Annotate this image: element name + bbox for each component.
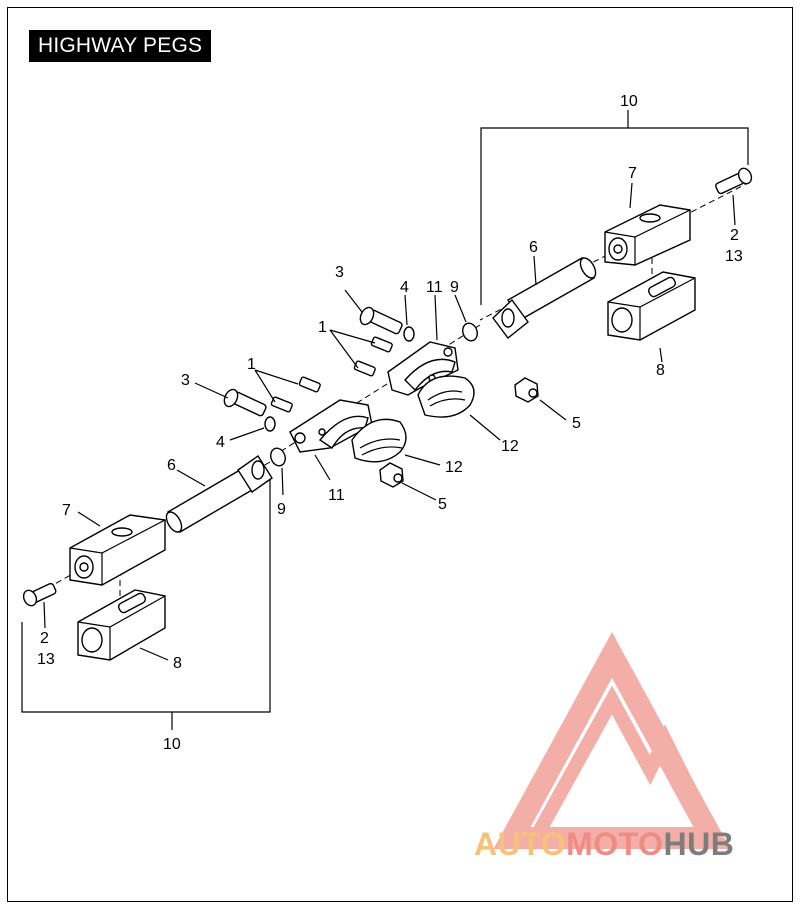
callout-9-left: 9	[277, 501, 286, 518]
rubber-pad-left	[77, 589, 166, 661]
washer-4-left	[264, 416, 276, 432]
callout-11-right: 11	[426, 279, 443, 296]
diagram-title: HIGHWAY PEGS	[29, 30, 212, 62]
peg-shaft-left	[165, 455, 273, 533]
washer-left	[270, 447, 286, 467]
callout-4-left: 4	[216, 434, 225, 451]
washer-right	[462, 322, 478, 342]
watermark-logo	[493, 632, 731, 849]
watermark-brand: AUTOMOTOHUB	[474, 826, 734, 863]
callout-10-left: 10	[163, 736, 181, 753]
clamp-lower-left	[351, 418, 407, 463]
bolt-right	[359, 306, 403, 335]
callout-8-right: 8	[656, 362, 665, 379]
callout-11-left: 11	[328, 487, 345, 504]
brand-moto: MOTO	[566, 826, 664, 862]
callout-1-left: 1	[247, 356, 256, 373]
callout-7-right: 7	[628, 165, 637, 182]
callout-4-right: 4	[400, 279, 409, 296]
callout-6-left: 6	[167, 457, 176, 474]
bracket-10-left	[21, 476, 271, 730]
peg-housing-right	[604, 204, 691, 266]
callout-2-left: 2	[40, 630, 49, 647]
clamp-lower-right	[417, 375, 475, 418]
callout-numbers: 10 7 2 13 6 8 3 4 11 9 1 5 12 1 3 4 6 9 …	[37, 93, 743, 753]
washer-4-right	[403, 326, 415, 342]
bolt-left	[223, 388, 267, 417]
callout-5-right: 5	[572, 415, 581, 432]
callout-8-left: 8	[173, 655, 182, 672]
nut-right	[514, 377, 539, 403]
rubber-pad-right	[607, 271, 696, 341]
callout-10-right: 10	[620, 93, 638, 110]
callout-3-right: 3	[335, 264, 344, 281]
callout-2-right: 2	[730, 227, 739, 244]
leader-lines	[43, 182, 736, 661]
brand-auto: AUTO	[474, 826, 567, 862]
brand-hub: HUB	[663, 826, 735, 862]
screw-right	[715, 167, 753, 195]
diagram-frame	[7, 7, 793, 902]
callout-5-left: 5	[438, 496, 447, 513]
peg-shaft-right	[492, 257, 597, 339]
bracket-10-right	[480, 110, 749, 305]
peg-housing-left	[69, 514, 166, 586]
callout-12-right: 12	[501, 438, 519, 455]
callout-7-left: 7	[62, 502, 71, 519]
nut-left	[379, 462, 404, 488]
callout-9-right: 9	[450, 279, 459, 296]
callout-6-right: 6	[529, 239, 538, 256]
screws-1-left	[270, 376, 321, 413]
callout-3-left: 3	[181, 372, 190, 389]
callout-12-left: 12	[445, 459, 463, 476]
screw-left	[22, 582, 57, 607]
callout-13-left: 13	[37, 651, 55, 668]
callout-13-right: 13	[725, 248, 743, 265]
callout-1-right: 1	[318, 319, 327, 336]
